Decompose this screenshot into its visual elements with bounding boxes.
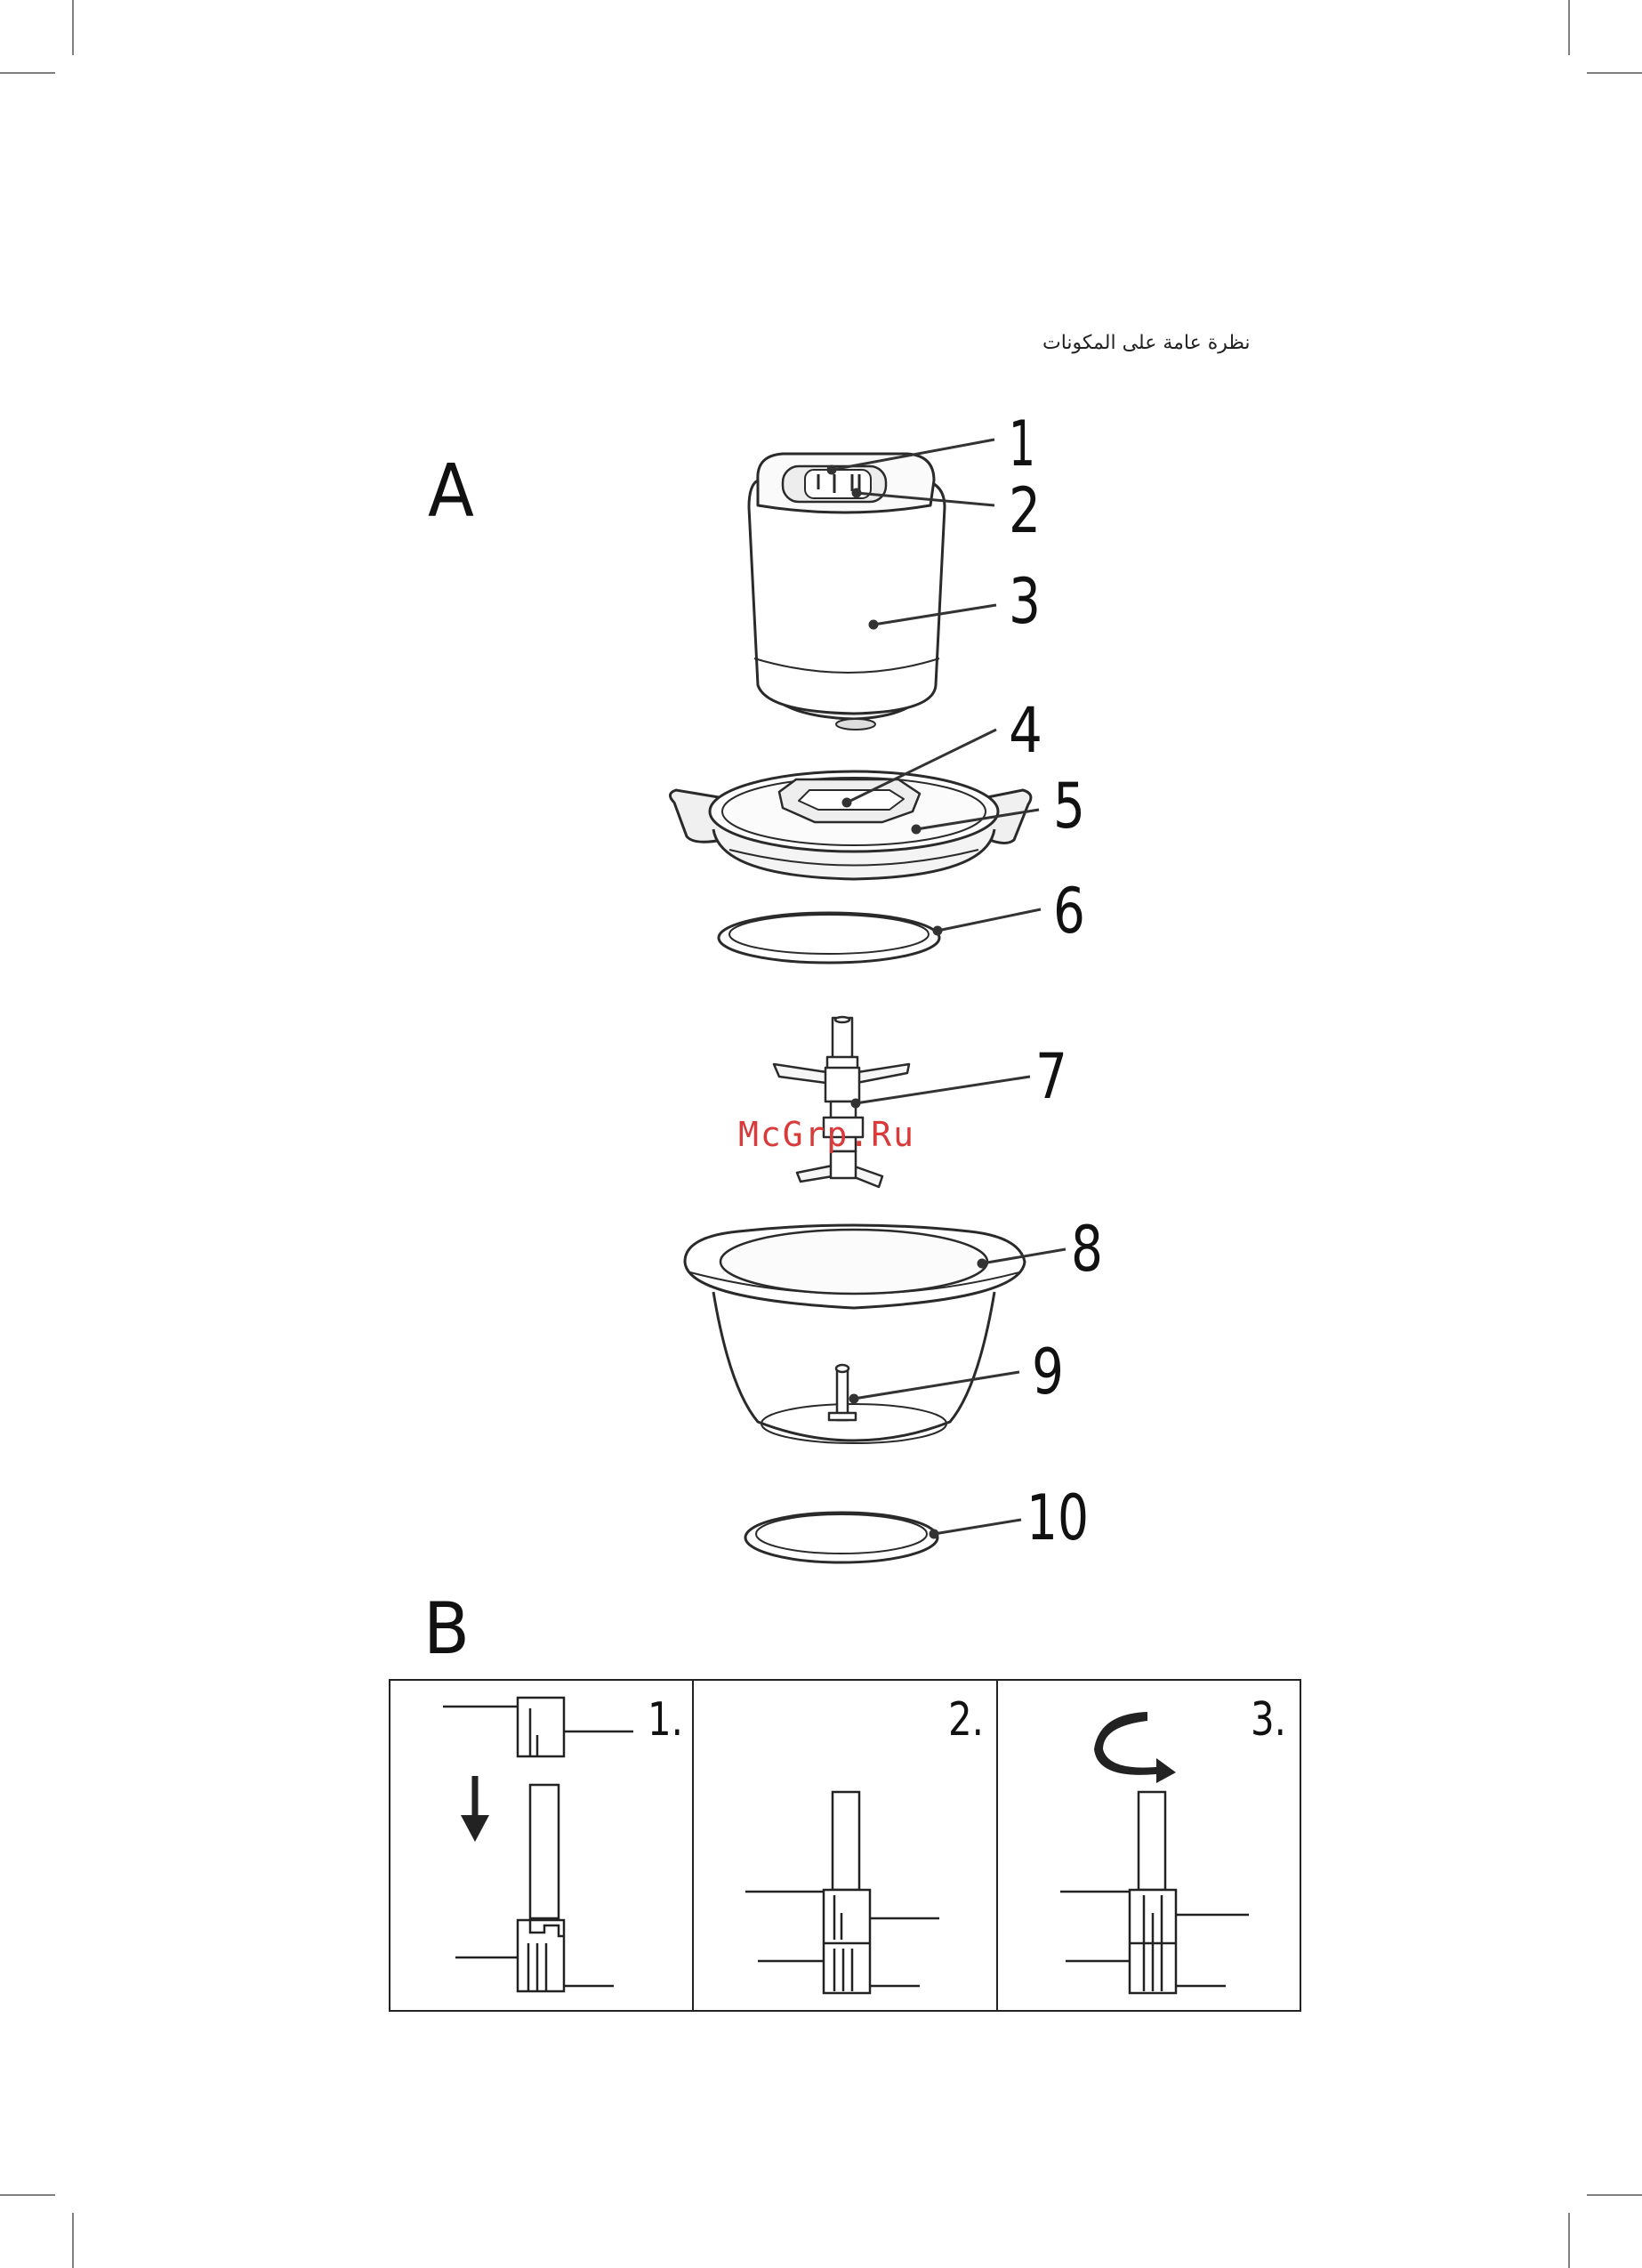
part-number-labels: 1 2 3 4 5 6 7 8 9 10	[1009, 408, 1103, 1554]
blade-assembly	[774, 1017, 909, 1187]
page-title: نظرة عامة على المكونات	[1042, 332, 1251, 354]
watermark: McGrp.Ru	[738, 1115, 915, 1154]
rotate-arrow-icon	[1094, 1712, 1176, 1783]
motor-unit	[749, 454, 945, 730]
lid	[670, 771, 1030, 879]
base-ring	[745, 1513, 938, 1562]
lid-gasket	[719, 913, 939, 963]
part-label-9: 9	[1032, 1336, 1064, 1408]
step-2-drawing	[745, 1792, 939, 1993]
part-label-7: 7	[1035, 1040, 1067, 1113]
part-label-3: 3	[1009, 565, 1041, 638]
part-label-2: 2	[1009, 474, 1041, 547]
step-label-3: 3.	[1251, 1693, 1286, 1747]
part-label-1: 1	[1009, 408, 1035, 480]
part-label-8: 8	[1071, 1213, 1103, 1286]
part-label-10: 10	[1026, 1481, 1089, 1554]
part-label-5: 5	[1053, 770, 1085, 843]
section-b-label: B	[423, 1587, 470, 1670]
step-label-2: 2.	[948, 1693, 984, 1747]
section-a-label: A	[428, 449, 474, 534]
step-1-drawing	[443, 1698, 633, 1991]
step-3-drawing	[1060, 1712, 1249, 1993]
part-label-6: 6	[1053, 875, 1085, 948]
bowl	[685, 1225, 1025, 1443]
part-label-4: 4	[1009, 694, 1042, 767]
step-label-1: 1.	[648, 1693, 683, 1747]
